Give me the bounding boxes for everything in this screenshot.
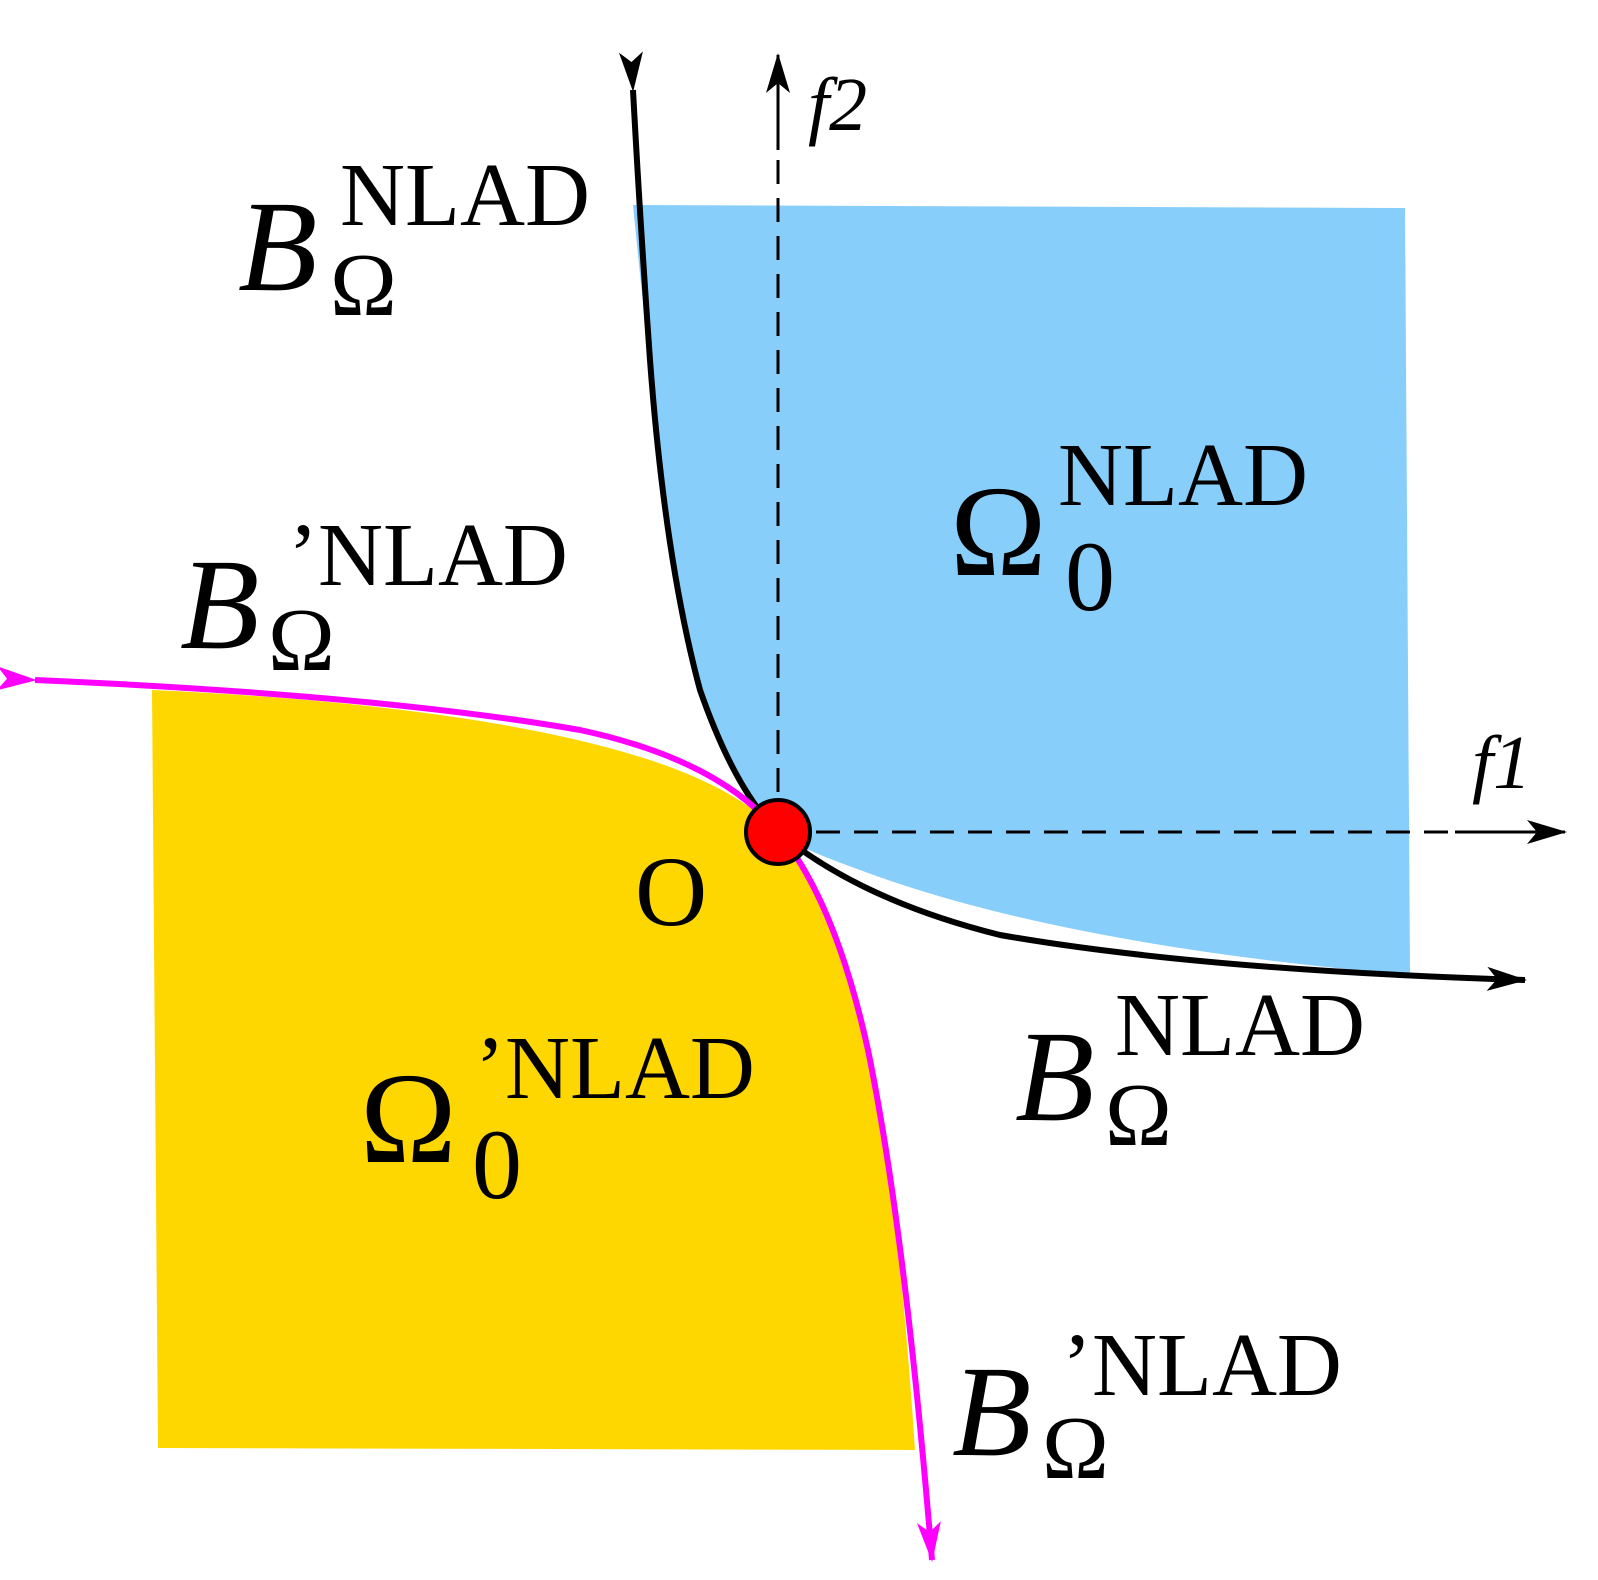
b-omega-right-sub: Ω: [1105, 1066, 1172, 1165]
b-omega-top-base: B: [238, 175, 317, 319]
b-omega-top-sub: Ω: [330, 236, 397, 335]
f2-axis-label: f2: [808, 63, 867, 147]
b-omega-prime-left-sup: ’NLAD: [288, 506, 568, 605]
omega0-prime-label: Ω 0 ’NLAD: [360, 1019, 755, 1220]
b-omega-prime-label-left: B Ω ’NLAD: [180, 506, 568, 690]
b-omega-label-right: B Ω NLAD: [1015, 976, 1365, 1165]
omega0-prime-sup: ’NLAD: [475, 1019, 755, 1118]
b-omega-right-base: B: [1015, 1005, 1094, 1149]
b-omega-prime-left-sub: Ω: [268, 591, 335, 690]
b-omega-prime-label-bottom: B Ω ’NLAD: [952, 1316, 1342, 1498]
omega0-label: Ω 0 NLAD: [950, 426, 1308, 632]
origin-label: O: [635, 836, 707, 947]
omega0-sup: NLAD: [1058, 426, 1308, 525]
b-omega-top-sup: NLAD: [340, 146, 590, 245]
f1-axis-label: f1: [1472, 721, 1531, 805]
omega0-prime-sub: 0: [472, 1109, 522, 1220]
b-omega-right-sup: NLAD: [1115, 976, 1365, 1075]
b-omega-prime-left-base: B: [180, 533, 259, 677]
b-omega-prime-bottom-base: B: [952, 1340, 1031, 1484]
origin-point: [744, 798, 812, 866]
b-omega-label-top: B Ω NLAD: [238, 146, 590, 335]
b-omega-prime-bottom-sub: Ω: [1042, 1399, 1109, 1498]
omega0-prime-base: Ω: [360, 1047, 457, 1191]
omega0-sub: 0: [1065, 521, 1115, 632]
b-omega-prime-bottom-sup: ’NLAD: [1062, 1316, 1342, 1415]
omega0-base: Ω: [950, 460, 1047, 604]
